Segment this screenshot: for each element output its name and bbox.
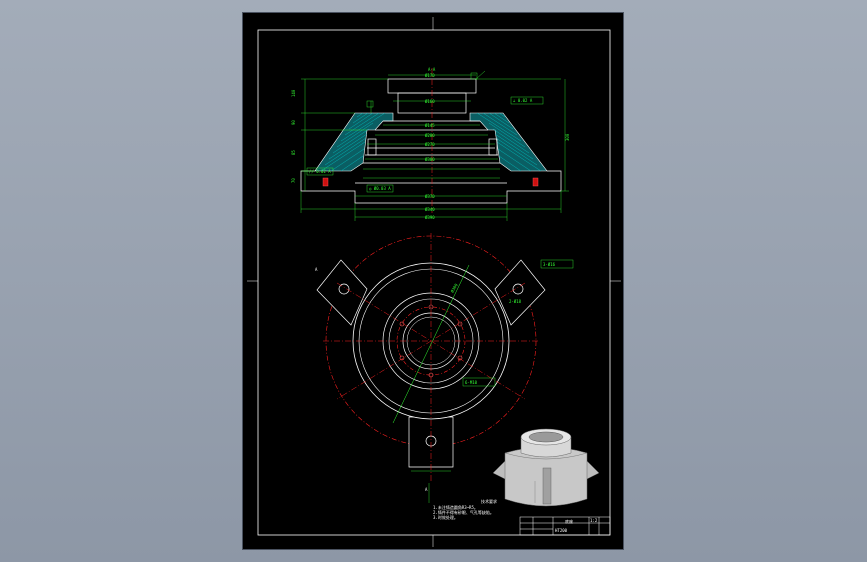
hub-hole-6: [399, 321, 405, 327]
title-part-name: 底座: [565, 518, 573, 524]
side-dim-1: 90: [291, 120, 296, 125]
base-flange: [300, 170, 562, 204]
pitch-label: Ø300: [450, 282, 459, 293]
tolerance-text-2: // 0.02 A: [309, 169, 331, 174]
section-mark-a2: A: [425, 487, 428, 492]
section-mark-a1: A: [315, 267, 318, 272]
lug-left: [316, 259, 368, 326]
lug-hole-label: 2-Ø18: [509, 299, 522, 304]
iso-body-top-edge: [504, 452, 588, 460]
right-pocket: [488, 138, 498, 156]
callout-box-1: [540, 259, 574, 269]
outer-frame: [257, 29, 611, 536]
dim-0: Ø170: [425, 73, 435, 78]
note-line-2: 2.铸件不得有砂眼、气孔等缺陷。: [433, 509, 494, 515]
note-line-3: 3.时效处理。: [433, 514, 458, 520]
dim-7: Ø390: [425, 215, 435, 220]
datum-square-top: [470, 72, 478, 80]
lug-hole-right: [512, 283, 524, 295]
callout-1: 3-Ø16: [543, 262, 556, 267]
dim-8: Ø340: [425, 207, 435, 212]
dim-1: Ø160: [425, 99, 435, 104]
section-right-body: [469, 112, 548, 172]
technical-notes: 技术要求 1.未注铸造圆角R3~R5。 2.铸件不得有砂眼、气孔等缺陷。 3.时…: [433, 498, 497, 520]
side-dim-3: 70: [291, 178, 296, 183]
dim-2: Ø145: [425, 123, 435, 128]
callout-box-2: [462, 377, 496, 387]
dim-4: Ø270: [425, 142, 435, 147]
iso-rib: [542, 467, 552, 505]
title-material: HT200: [555, 528, 568, 533]
plan-centerlines: [323, 233, 539, 483]
hub-hole-5: [399, 355, 405, 361]
plan-view: A A 2-Ø18 Ø300 3-Ø16 6-M10: [315, 233, 574, 503]
hatch-lines: [320, 112, 542, 172]
tolerance-box-1: [510, 96, 544, 105]
left-bolt-hole: [322, 177, 329, 187]
hub-hole-3: [457, 355, 463, 361]
datum-square-left: [366, 100, 374, 108]
tolerance-text-1: ⊥ 0.02 A: [513, 98, 533, 103]
iso-view: [492, 428, 600, 507]
section-label: A-A: [428, 67, 436, 72]
cad-drawing: A-A Ø170 Ø160 Ø145 Ø280 Ø270 Ø300 Ø370 Ø…: [247, 17, 621, 547]
lug-hole-left: [338, 283, 350, 295]
tolerance-box-3: [366, 184, 394, 193]
section-view: A-A Ø170 Ø160 Ø145 Ø280 Ø270 Ø300 Ø370 Ø…: [291, 67, 570, 221]
dim-5: Ø300: [425, 157, 435, 162]
side-dim-2: 85: [291, 150, 296, 155]
right-bolt-hole: [532, 177, 539, 187]
title-scale: 1:2: [590, 518, 598, 523]
drawing-sheet: A-A Ø170 Ø160 Ø145 Ø280 Ø270 Ø300 Ø370 Ø…: [243, 13, 623, 549]
right-dim: 300: [565, 133, 570, 141]
iso-bore: [528, 431, 564, 443]
dim-3: Ø280: [425, 133, 435, 138]
hub-hole-2: [457, 321, 463, 327]
notes-title: 技术要求: [481, 498, 497, 504]
dim-6: Ø370: [425, 194, 435, 199]
section-dimensions: [300, 70, 569, 221]
tolerance-box-2: [306, 167, 334, 176]
title-block: [519, 516, 611, 536]
callout-2: 6-M10: [465, 380, 478, 385]
tolerance-text-3: ◎ Ø0.03 A: [369, 186, 391, 191]
lug-right: [494, 259, 546, 326]
left-pocket: [367, 138, 377, 156]
side-dim-0: 140: [291, 89, 296, 97]
note-line-1: 1.未注铸造圆角R3~R5。: [433, 504, 478, 510]
section-cut-line: [392, 264, 470, 424]
